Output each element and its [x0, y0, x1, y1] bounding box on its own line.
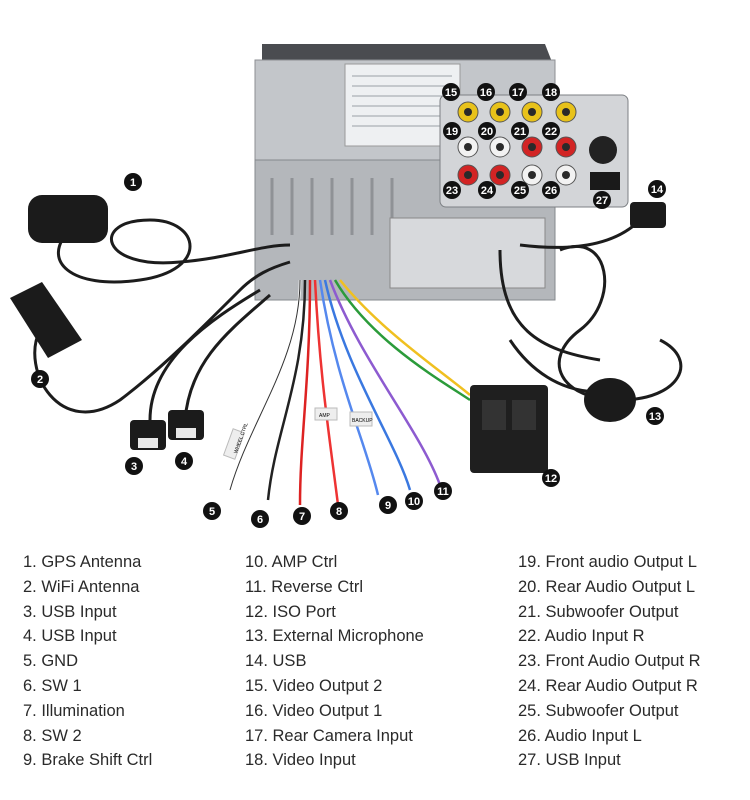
callout-18: 18 — [542, 83, 560, 101]
callout-17: 17 — [509, 83, 527, 101]
callout-22: 22 — [542, 122, 560, 140]
callout-number: 24 — [481, 185, 494, 197]
legend-item: 25. Subwoofer Output — [518, 699, 701, 724]
callout-13: 13 — [646, 407, 664, 425]
legend-item: 9. Brake Shift Ctrl — [23, 748, 152, 773]
callout-15: 15 — [442, 83, 460, 101]
callout-number: 18 — [545, 87, 557, 99]
legend-item: 22. Audio Input R — [518, 624, 701, 649]
callout-14: 14 — [648, 180, 666, 198]
callout-number: 8 — [336, 506, 342, 518]
callout-number: 1 — [130, 177, 136, 189]
legend-item: 19. Front audio Output L — [518, 550, 701, 575]
callout-7: 7 — [293, 507, 311, 525]
callout-12: 12 — [542, 469, 560, 487]
callout-27: 27 — [593, 191, 611, 209]
legend-item: 12. ISO Port — [245, 600, 424, 625]
legend-item: 16. Video Output 1 — [245, 699, 424, 724]
callout-number: 4 — [181, 456, 188, 468]
legend-item: 20. Rear Audio Output L — [518, 575, 701, 600]
callout-25: 25 — [511, 181, 529, 199]
callout-number: 15 — [445, 87, 457, 99]
callout-6: 6 — [251, 510, 269, 528]
legend-item: 21. Subwoofer Output — [518, 600, 701, 625]
wire-tag-backup: BACKUP — [352, 418, 373, 424]
callout-number: 17 — [512, 87, 524, 99]
legend-item: 11. Reverse Ctrl — [245, 575, 424, 600]
callout-number: 27 — [596, 195, 608, 207]
legend-item: 7. Illumination — [23, 699, 152, 724]
callout-number: 26 — [545, 185, 557, 197]
legend-item: 14. USB — [245, 649, 424, 674]
callout-3: 3 — [125, 457, 143, 475]
callout-number: 16 — [480, 87, 492, 99]
callout-number: 12 — [545, 473, 557, 485]
callout-number: 3 — [131, 461, 137, 473]
wire-tag-amp: AMP — [319, 413, 331, 419]
legend-item: 4. USB Input — [23, 624, 152, 649]
legend-item: 1. GPS Antenna — [23, 550, 152, 575]
callout-21: 21 — [511, 122, 529, 140]
callout-20: 20 — [478, 122, 496, 140]
callout-number: 21 — [514, 126, 526, 138]
callout-5: 5 — [203, 502, 221, 520]
callout-10: 10 — [405, 492, 423, 510]
callout-9: 9 — [379, 496, 397, 514]
wire-tags: WHEEL CTRL BACKUP AMP — [224, 408, 374, 459]
antenna-port — [589, 136, 617, 164]
callout-16: 16 — [477, 83, 495, 101]
iso-connector — [470, 385, 548, 473]
legend-item: 13. External Microphone — [245, 624, 424, 649]
callout-number: 7 — [299, 511, 305, 523]
callout-number: 6 — [257, 514, 263, 526]
callout-number: 9 — [385, 500, 391, 512]
callout-8: 8 — [330, 502, 348, 520]
callout-number: 23 — [446, 185, 458, 197]
callout-number: 10 — [408, 496, 420, 508]
legend-item: 18. Video Input — [245, 748, 424, 773]
callout-number: 19 — [446, 126, 458, 138]
callout-2: 2 — [31, 370, 49, 388]
legend-item: 10. AMP Ctrl — [245, 550, 424, 575]
callout-number: 22 — [545, 126, 557, 138]
legend-item: 8. SW 2 — [23, 724, 152, 749]
legend-item: 2. WiFi Antenna — [23, 575, 152, 600]
microphone — [584, 378, 636, 422]
callout-number: 20 — [481, 126, 493, 138]
harness-wires — [230, 280, 470, 505]
legend-item: 15. Video Output 2 — [245, 674, 424, 699]
callout-number: 13 — [649, 411, 661, 423]
legend-item: 24. Rear Audio Output R — [518, 674, 701, 699]
gps-antenna — [28, 195, 108, 243]
legend-item: 26. Audio Input L — [518, 724, 701, 749]
callout-23: 23 — [443, 181, 461, 199]
callout-number: 2 — [37, 374, 43, 386]
legend-item: 17. Rear Camera Input — [245, 724, 424, 749]
callout-11: 11 — [434, 482, 452, 500]
legend-item: 5. GND — [23, 649, 152, 674]
wifi-antenna — [10, 282, 82, 358]
legend-item: 6. SW 1 — [23, 674, 152, 699]
callout-number: 11 — [437, 486, 449, 498]
legend-item: 27. USB Input — [518, 748, 701, 773]
callout-1: 1 — [124, 173, 142, 191]
legend-item: 23. Front Audio Output R — [518, 649, 701, 674]
callout-number: 5 — [209, 506, 215, 518]
usb-port — [590, 172, 620, 190]
callout-26: 26 — [542, 181, 560, 199]
callout-24: 24 — [478, 181, 496, 199]
legend-item: 3. USB Input — [23, 600, 152, 625]
callout-19: 19 — [443, 122, 461, 140]
callout-number: 25 — [514, 185, 526, 197]
callout-4: 4 — [175, 452, 193, 470]
callout-number: 14 — [651, 184, 664, 196]
